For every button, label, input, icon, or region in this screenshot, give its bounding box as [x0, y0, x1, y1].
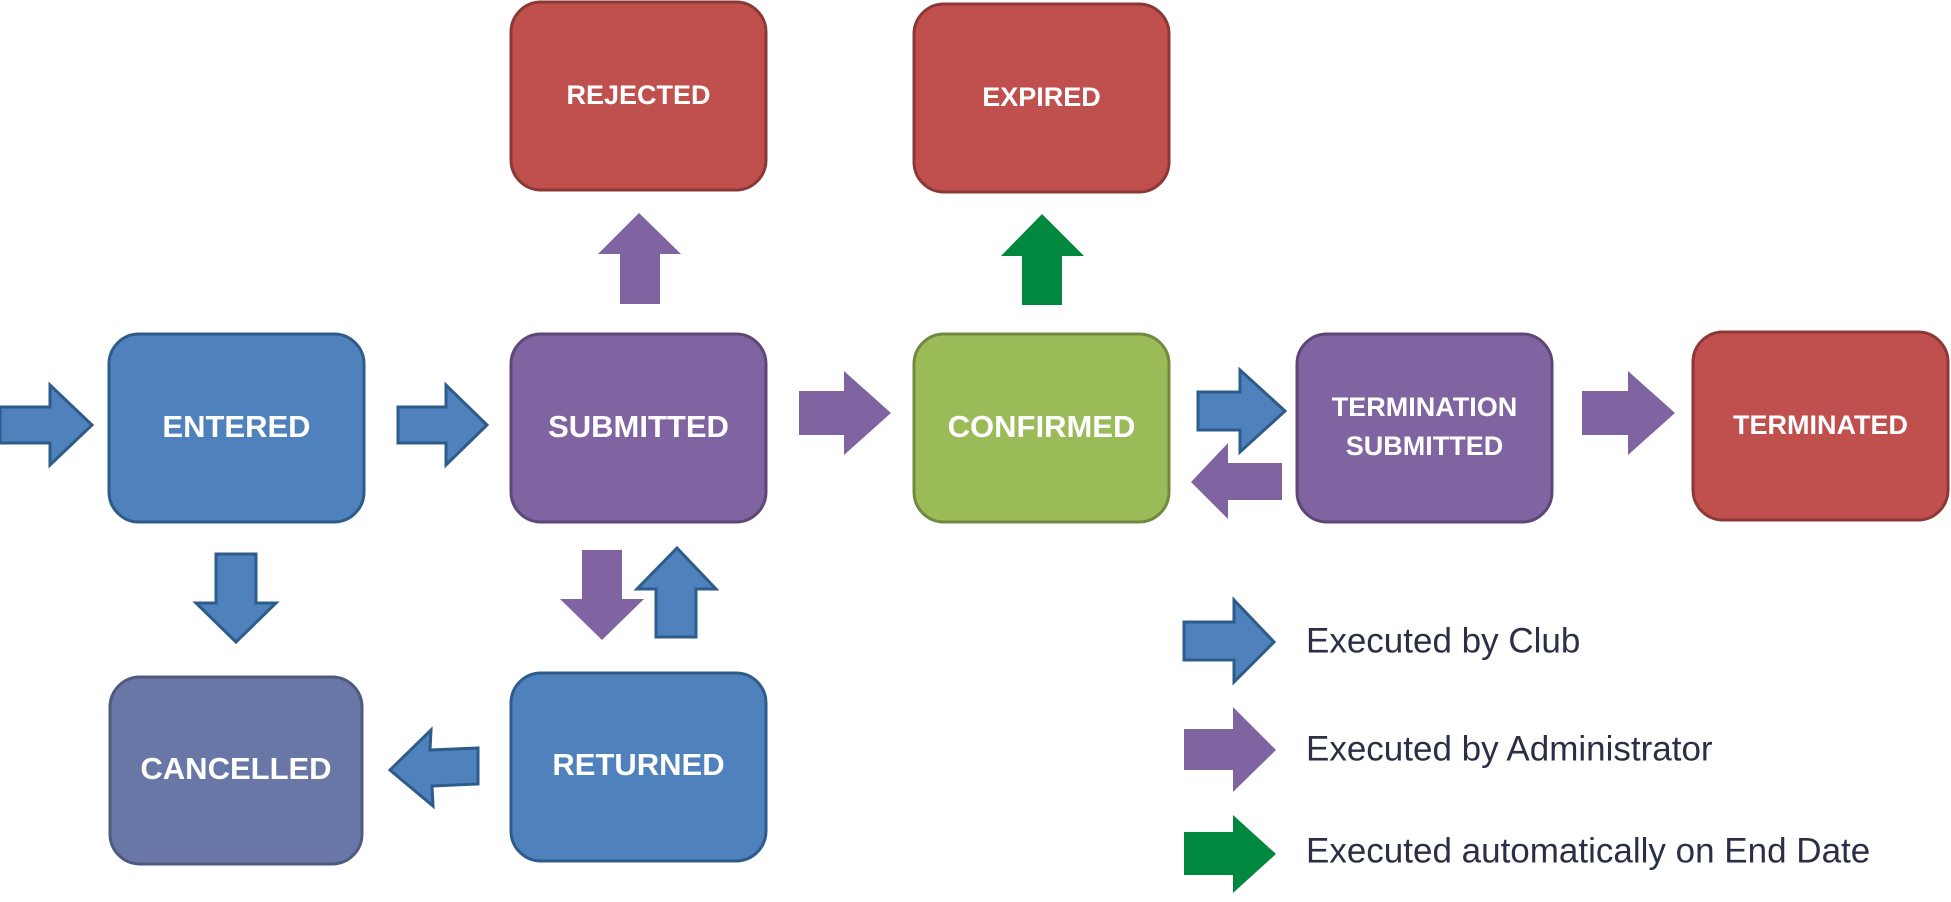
arrow-termination-submitted-to-confirmed [1191, 443, 1282, 519]
arrow-submitted-to-confirmed [799, 371, 891, 455]
arrow-confirmed-to-termination-submitted [1196, 366, 1288, 456]
state-box-submitted [509, 332, 768, 524]
state-box-returned [509, 671, 768, 863]
state-label-entered: ENTERED [162, 409, 310, 444]
legend-automatic-label: Executed automatically on End Date [1306, 831, 1870, 870]
state-box-entered [107, 332, 366, 524]
arrow-termination-submitted-to-terminated [1582, 371, 1675, 455]
arrow-submitted-to-rejected [598, 213, 681, 304]
state-box-cancelled [108, 675, 364, 866]
state-box-confirmed [912, 332, 1171, 524]
state-label-confirmed: CONFIRMED [948, 409, 1136, 444]
legend-administrator-label: Executed by Administrator [1306, 729, 1713, 768]
arrow-returned-to-submitted [633, 545, 720, 639]
legend: Executed by Club Executed by Administrat… [1182, 596, 1870, 893]
legend-automatic-arrow [1184, 815, 1276, 893]
arrow-confirmed-to-expired [1001, 214, 1084, 305]
arrow-into-entered [0, 381, 95, 469]
arrow-submitted-to-returned [560, 550, 644, 640]
state-label-termination-submitted-line1: TERMINATION [1332, 392, 1517, 422]
legend-administrator-arrow [1184, 707, 1276, 792]
state-label-terminated: TERMINATED [1733, 410, 1908, 440]
arrow-entered-to-submitted [396, 381, 490, 469]
state-label-cancelled: CANCELLED [140, 751, 331, 786]
state-label-expired: EXPIRED [982, 82, 1101, 112]
legend-club-label: Executed by Club [1306, 621, 1580, 660]
state-box-terminated [1691, 330, 1950, 522]
arrow-entered-to-cancelled [192, 552, 280, 645]
state-label-rejected: REJECTED [566, 80, 710, 110]
state-box-termination-submitted [1295, 332, 1554, 524]
arrow-returned-to-cancelled [387, 726, 480, 810]
state-box-rejected [509, 0, 768, 192]
state-label-termination-submitted-line2: SUBMITTED [1346, 431, 1504, 461]
state-box-expired [912, 2, 1171, 194]
state-label-submitted: SUBMITTED [548, 409, 729, 444]
legend-club-arrow [1182, 596, 1277, 686]
state-label-returned: RETURNED [552, 747, 724, 782]
